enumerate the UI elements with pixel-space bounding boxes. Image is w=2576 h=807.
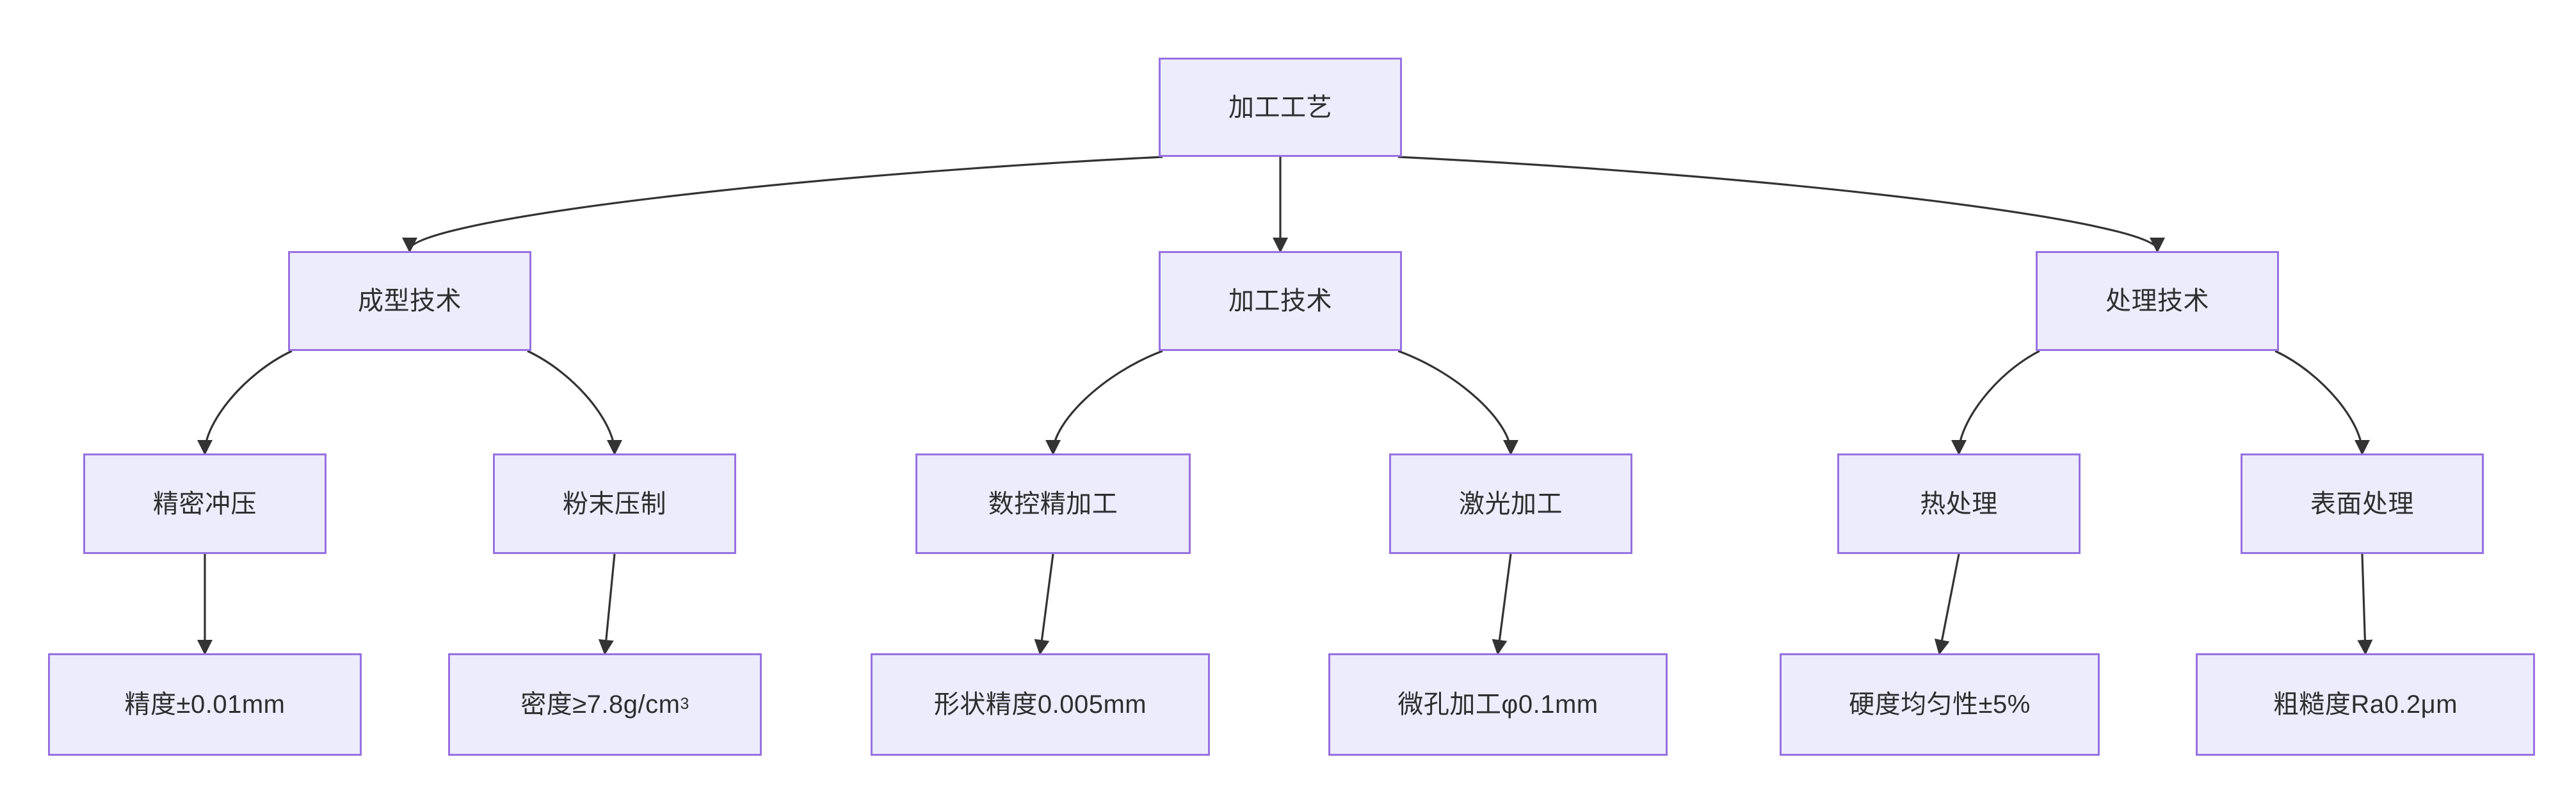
- node-label: 精度±0.01mm: [124, 690, 286, 719]
- node-l2c[interactable]: 处理技术: [2036, 251, 2279, 351]
- node-label: 加工技术: [1228, 287, 1332, 315]
- edge-l2c-to-l3e: [1951, 350, 2040, 455]
- node-root[interactable]: 加工工艺: [1159, 58, 1402, 157]
- node-l3a[interactable]: 精密冲压: [83, 453, 326, 554]
- node-l4f[interactable]: 粗糙度Ra0.2μm: [2196, 653, 2535, 756]
- node-label: 数控精加工: [988, 489, 1118, 518]
- edge-root-to-l2c: [1397, 156, 2165, 253]
- node-label: 密度≥7.8g/cm: [520, 690, 680, 719]
- node-l2a[interactable]: 成型技术: [288, 251, 531, 351]
- node-l3b[interactable]: 粉末压制: [493, 453, 736, 554]
- node-label: 精密冲压: [153, 489, 257, 518]
- node-l3d[interactable]: 激光加工: [1389, 453, 1632, 554]
- edge-l3d-to-l4d: [1492, 553, 1512, 655]
- node-l4a[interactable]: 精度±0.01mm: [48, 653, 362, 756]
- edge-l3f-to-l4f: [2357, 553, 2373, 655]
- node-label: 加工工艺: [1228, 93, 1332, 122]
- node-l4e[interactable]: 硬度均匀性±5%: [1780, 653, 2100, 756]
- edge-l3e-to-l4e: [1934, 553, 1960, 655]
- node-l2b[interactable]: 加工技术: [1159, 251, 1402, 351]
- edge-l2b-to-l3d: [1397, 350, 1518, 455]
- edge-paths: [197, 156, 2373, 655]
- edge-l2a-to-l3b: [527, 350, 622, 455]
- node-label: 激光加工: [1459, 489, 1563, 518]
- edge-l3b-to-l4b: [598, 553, 616, 655]
- edge-l2a-to-l3a: [197, 350, 293, 455]
- node-l3c[interactable]: 数控精加工: [915, 453, 1191, 554]
- node-label: 处理技术: [2105, 287, 2209, 315]
- node-l3e[interactable]: 热处理: [1837, 453, 2081, 554]
- node-label: 形状精度0.005mm: [933, 690, 1147, 719]
- node-l4c[interactable]: 形状精度0.005mm: [871, 653, 1210, 756]
- node-l4d[interactable]: 微孔加工φ0.1mm: [1328, 653, 1668, 756]
- node-label: 硬度均匀性±5%: [1849, 690, 2031, 719]
- node-label: 热处理: [1920, 489, 1998, 518]
- edge-l3c-to-l4c: [1034, 553, 1054, 655]
- node-label: 表面处理: [2310, 489, 2414, 518]
- node-label: 粗糙度Ra0.2μm: [2273, 690, 2458, 719]
- node-label: 成型技术: [358, 287, 462, 315]
- edge-l2c-to-l3f: [2274, 350, 2370, 455]
- node-l3f[interactable]: 表面处理: [2241, 453, 2484, 554]
- edge-l2b-to-l3c: [1045, 350, 1163, 455]
- node-label: 微孔加工φ0.1mm: [1397, 690, 1598, 719]
- node-label: 粉末压制: [563, 489, 666, 518]
- edge-root-to-l2a: [402, 156, 1163, 253]
